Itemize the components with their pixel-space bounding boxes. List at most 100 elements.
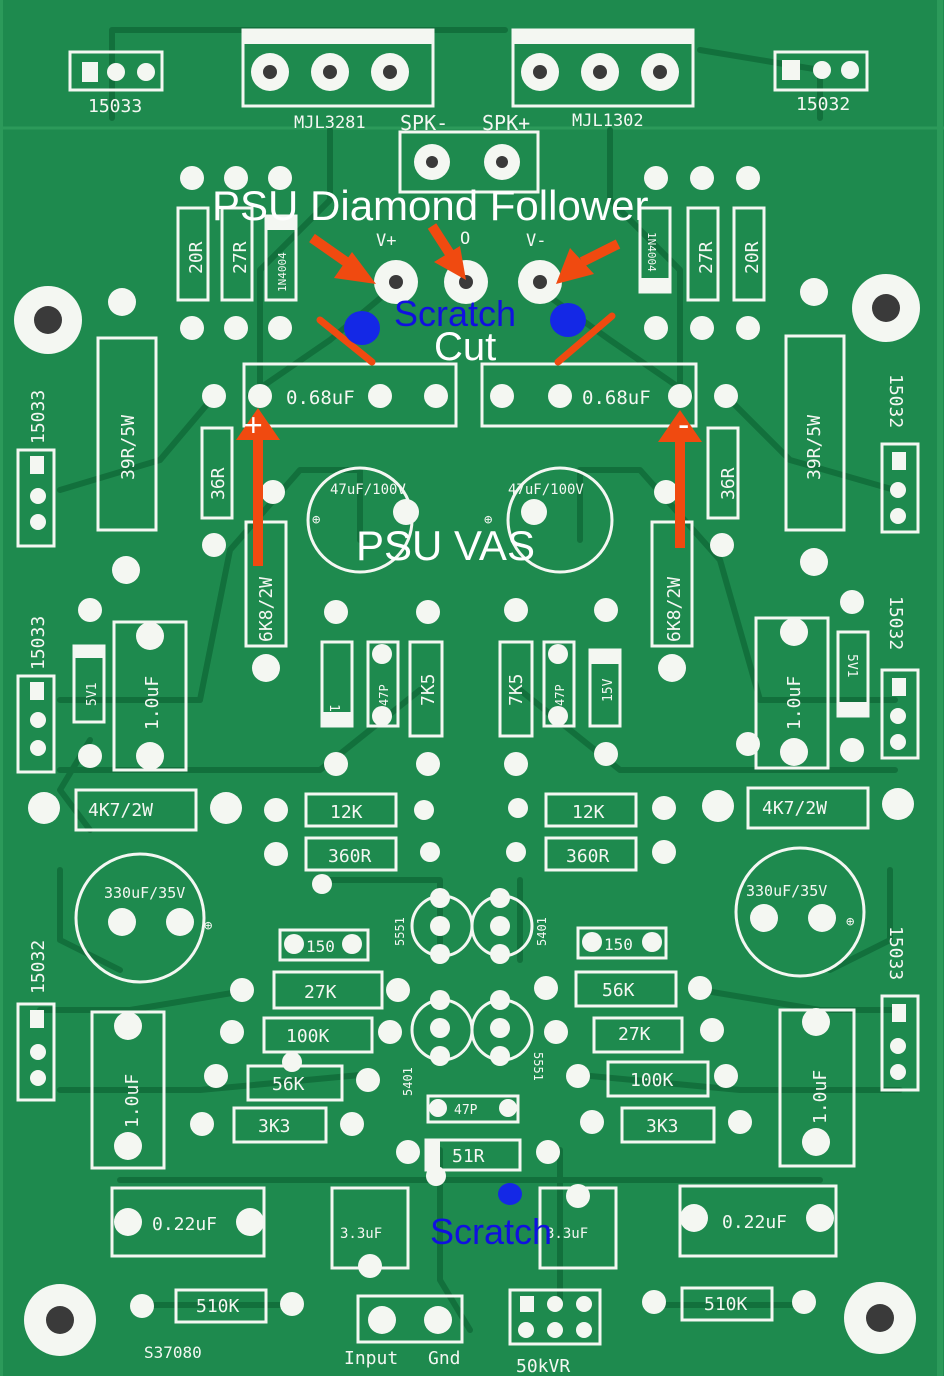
left-components bbox=[16, 166, 474, 1344]
label-l-12k: 12K bbox=[330, 802, 363, 823]
label-l-47p: 47P bbox=[377, 684, 391, 706]
label-l-33uf: 3.3uF bbox=[340, 1226, 382, 1242]
label-l-360r: 360R bbox=[328, 846, 372, 867]
annotation-cut: Cut bbox=[434, 325, 496, 369]
label-mjl1302: MJL1302 bbox=[572, 111, 644, 131]
label-l-022uf: 0.22uF bbox=[152, 1214, 217, 1235]
label-l-330uf: 330uF/35V bbox=[104, 884, 185, 902]
speaker-terminal bbox=[398, 130, 540, 194]
label-r-6k8: 6K8/2W bbox=[664, 577, 685, 642]
label-l-1n4004: 1N4004 bbox=[276, 252, 289, 292]
label-r-33uf: 3.3uF bbox=[546, 1226, 588, 1242]
label-r-360r: 360R bbox=[566, 846, 610, 867]
annotation-arrows bbox=[236, 223, 702, 566]
label-l-cap-plus-sign: ⊕ bbox=[312, 512, 321, 528]
label-15032-top: 15032 bbox=[796, 94, 850, 115]
label-r-47p: 47P bbox=[553, 684, 567, 706]
label-l-150: 150 bbox=[306, 937, 335, 956]
label-r-7k5: 7K5 bbox=[506, 673, 527, 706]
transistor-mjl3281 bbox=[241, 28, 435, 108]
label-r-27k: 27K bbox=[618, 1024, 651, 1045]
label-l-27k: 27K bbox=[304, 982, 337, 1003]
annotation-plus: + bbox=[244, 407, 263, 443]
label-l-5v1: 5V1 bbox=[85, 683, 100, 706]
label-r-1uf-a: 1.0uF bbox=[784, 676, 805, 730]
label-spk-plus: SPK+ bbox=[482, 111, 530, 135]
mounting-holes bbox=[14, 274, 920, 1356]
cut-marks bbox=[316, 312, 616, 366]
label-r-3k3: 3K3 bbox=[646, 1116, 679, 1137]
center-components bbox=[396, 1094, 560, 1186]
label-l-20r: 20R bbox=[186, 241, 207, 274]
label-l-100k: 100K bbox=[286, 1026, 330, 1047]
label-c-51r: 51R bbox=[452, 1146, 485, 1167]
label-v-minus: V- bbox=[526, 231, 546, 251]
label-r-36r: 36R bbox=[718, 467, 739, 500]
label-r-47uf: 47uF/100V bbox=[508, 482, 584, 498]
label-gnd: Gnd bbox=[428, 1348, 461, 1369]
label-r-27r: 27R bbox=[696, 241, 717, 274]
label-l-27r: 27R bbox=[230, 241, 251, 274]
label-r-510k: 510K bbox=[704, 1294, 748, 1315]
label-l-side2: 15033 bbox=[28, 616, 49, 670]
annotation-minus: - bbox=[678, 406, 689, 444]
label-r-20r: 20R bbox=[742, 241, 763, 274]
label-l-3k3: 3K3 bbox=[258, 1116, 291, 1137]
connector-15033-top bbox=[68, 50, 164, 92]
label-r-330-plus: ⊕ bbox=[846, 914, 855, 930]
label-r-side3: 15033 bbox=[885, 926, 906, 980]
annotation-scratch-top: Scratch bbox=[394, 293, 516, 334]
annotation-scratch-bottom: Scratch bbox=[430, 1211, 552, 1252]
right-components bbox=[470, 166, 920, 1346]
label-r-5v1: 5V1 bbox=[844, 654, 859, 677]
label-r-side2: 15032 bbox=[885, 596, 906, 650]
connector-15032-top bbox=[773, 50, 869, 92]
label-r-15v: 15V bbox=[601, 678, 616, 702]
label-l-56k: 56K bbox=[272, 1074, 305, 1095]
label-l-510k: 510K bbox=[196, 1296, 240, 1317]
label-c-47p: 47P bbox=[454, 1103, 478, 1118]
label-o: O bbox=[460, 229, 470, 249]
label-l-side1: 15033 bbox=[28, 390, 49, 444]
label-r-1uf-b: 1.0uF bbox=[810, 1070, 831, 1124]
label-r-12k: 12K bbox=[572, 802, 605, 823]
label-r-5551: 5551 bbox=[531, 1052, 545, 1081]
annotation-psu-vas: PSU VAS bbox=[356, 522, 535, 569]
label-r-022uf: 0.22uF bbox=[722, 1212, 787, 1233]
label-r-1n4004: 1N4004 bbox=[645, 232, 658, 272]
label-r-100k: 100K bbox=[630, 1070, 674, 1091]
annotation-title: PSU Diamond Follower bbox=[212, 182, 649, 229]
label-l-4k7: 4K7/2W bbox=[88, 800, 153, 821]
label-l-5551: 5551 bbox=[393, 917, 407, 946]
label-l-side3: 15032 bbox=[28, 940, 49, 994]
label-l-47uf: 47uF/100V bbox=[330, 482, 406, 498]
label-input: Input bbox=[344, 1348, 398, 1369]
label-spk-minus: SPK- bbox=[400, 111, 448, 135]
label-15033-top: 15033 bbox=[88, 96, 142, 117]
label-r-56k: 56K bbox=[602, 980, 635, 1001]
label-50kvr: 50kVR bbox=[516, 1356, 570, 1376]
label-l-330-plus: ⊕ bbox=[204, 918, 213, 934]
label-l-1uf-b: 1.0uF bbox=[122, 1074, 143, 1128]
transistor-mjl1302 bbox=[511, 28, 695, 108]
scratch-dots bbox=[344, 303, 586, 1205]
label-l-7k5: 7K5 bbox=[418, 673, 439, 706]
label-mjl3281: MJL3281 bbox=[294, 113, 366, 133]
label-l-6k8: 6K8/2W bbox=[256, 577, 277, 642]
label-s37080: S37080 bbox=[144, 1343, 202, 1362]
label-l-068uf: 0.68uF bbox=[286, 387, 355, 409]
label-r-4k7: 4K7/2W bbox=[762, 798, 827, 819]
label-r-150: 150 bbox=[604, 935, 633, 954]
label-r-068uf: 0.68uF bbox=[582, 387, 651, 409]
label-r-side1: 15032 bbox=[885, 374, 906, 428]
label-v-plus: V+ bbox=[376, 231, 396, 251]
label-r-330uf: 330uF/35V bbox=[746, 882, 827, 900]
label-l-39r: 39R/5W bbox=[118, 415, 139, 480]
label-r-39r: 39R/5W bbox=[804, 415, 825, 480]
label-l-1uf-a: 1.0uF bbox=[142, 676, 163, 730]
label-l-5401: 5401 bbox=[401, 1067, 415, 1096]
label-l-15v: 15V bbox=[326, 704, 341, 728]
label-r-cap-plus-sign: ⊕ bbox=[484, 512, 493, 528]
